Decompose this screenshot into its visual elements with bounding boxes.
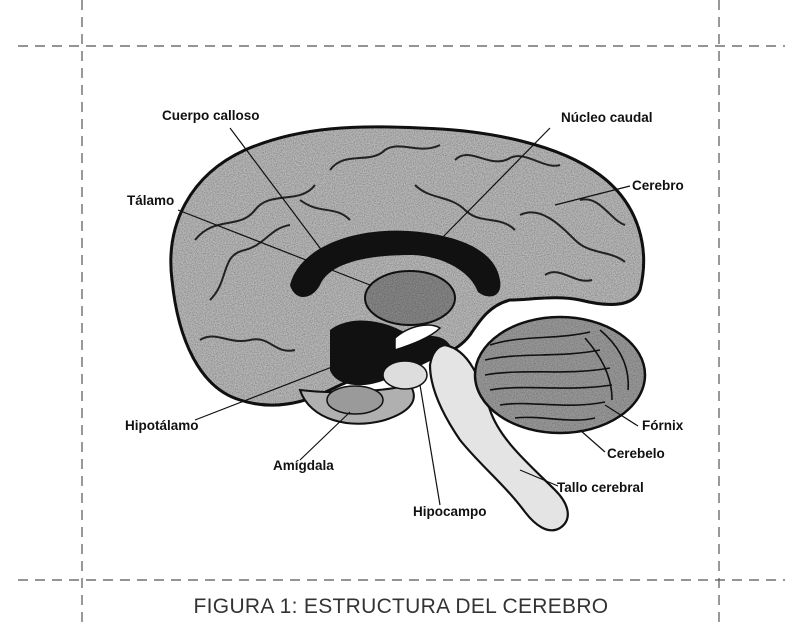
brain-illustration [171, 127, 645, 531]
label-nucleo-caudal: Núcleo caudal [561, 110, 653, 125]
leader-cerebelo [580, 430, 605, 452]
label-amigdala: Amígdala [273, 458, 334, 473]
hippocampus [383, 361, 427, 389]
leader-hipocampo [420, 385, 440, 505]
label-fornix: Fórnix [642, 418, 684, 433]
amygdala [327, 386, 383, 414]
label-cuerpo-calloso: Cuerpo calloso [162, 108, 260, 123]
label-hipotalamo: Hipotálamo [125, 418, 199, 433]
leader-amigdala [300, 412, 350, 460]
label-talamo: Tálamo [127, 193, 174, 208]
label-hipocampo: Hipocampo [413, 504, 487, 519]
cerebellum [475, 317, 645, 433]
label-cerebelo: Cerebelo [607, 446, 665, 461]
label-tallo-cerebral: Tallo cerebral [557, 480, 644, 495]
label-cerebro: Cerebro [632, 178, 684, 193]
figure-caption: FIGURA 1: ESTRUCTURA DEL CEREBRO [194, 595, 609, 618]
